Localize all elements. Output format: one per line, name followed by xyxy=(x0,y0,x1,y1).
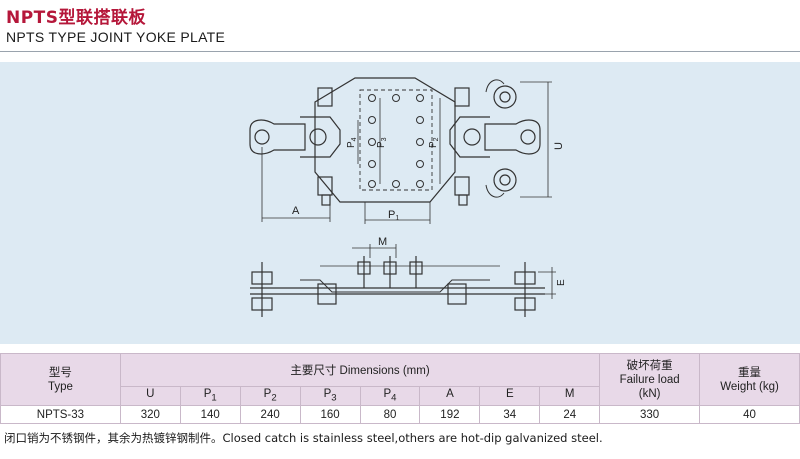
dimension-lines xyxy=(261,81,552,224)
left-link xyxy=(249,87,341,206)
cell-P1: 140 xyxy=(179,405,241,424)
col-header: M xyxy=(539,386,601,406)
col-header: A xyxy=(419,386,481,406)
dim-label-M: M xyxy=(378,236,387,248)
spec-table: 型号 Type 主要尺寸 Dimensions (mm) 破坏荷重 Failur… xyxy=(0,353,800,424)
cell-U: 320 xyxy=(119,405,181,424)
col-header: P1 xyxy=(179,386,241,406)
col-header: P4 xyxy=(359,386,421,406)
cell-E: 34 xyxy=(479,405,541,424)
dim-label-U: U xyxy=(553,142,565,150)
plate-holes xyxy=(368,94,424,188)
col-header: U xyxy=(119,386,181,406)
cell-P4: 80 xyxy=(359,405,421,424)
plate-outline xyxy=(314,77,456,203)
type-header: 型号 Type xyxy=(0,353,121,406)
dimensions-header: 主要尺寸 Dimensions (mm) xyxy=(119,353,601,387)
cell-M: 24 xyxy=(539,405,601,424)
col-header: P3 xyxy=(299,386,361,406)
dim-label-A: A xyxy=(292,205,300,217)
dim-label-P1: P1 xyxy=(388,209,399,222)
col-header: P2 xyxy=(239,386,301,406)
title-divider xyxy=(0,51,800,52)
page-title-en: NPTS TYPE JOINT YOKE PLATE xyxy=(6,29,226,45)
dim-label-P2: P2 xyxy=(428,137,440,148)
cell-P3: 160 xyxy=(299,405,361,424)
cell-P2: 240 xyxy=(239,405,301,424)
failure-load-header: 破坏荷重 Failure load (kN) xyxy=(599,353,701,406)
right-link xyxy=(449,79,541,206)
yoke-plate-drawing: A P1 P4 P3 P2 U M E xyxy=(249,77,567,317)
table-header-row: 型号 Type 主要尺寸 Dimensions (mm) 破坏荷重 Failur… xyxy=(0,353,800,406)
cell-weight: 40 xyxy=(699,405,800,424)
cell-failure-load: 330 xyxy=(599,405,701,424)
cell-type: NPTS-33 xyxy=(0,405,121,424)
dim-label-E: E xyxy=(556,279,567,286)
dim-label-P3: P3 xyxy=(376,137,388,148)
side-view xyxy=(250,244,556,317)
cell-A: 192 xyxy=(419,405,481,424)
material-note: 闭口销为不锈钢件，其余为热镀锌钢制件。Closed catch is stain… xyxy=(4,431,603,445)
dim-label-P4: P4 xyxy=(346,137,358,148)
page-title-cn: NPTS型联搭联板 xyxy=(6,8,147,28)
table-row: NPTS-33 320 140 240 160 80 192 34 24 330… xyxy=(0,405,800,424)
technical-drawing: A P1 P4 P3 P2 U M E xyxy=(0,62,800,344)
col-header: E xyxy=(479,386,541,406)
weight-header: 重量 Weight (kg) xyxy=(699,353,800,406)
hole-pattern-outline xyxy=(359,89,433,191)
